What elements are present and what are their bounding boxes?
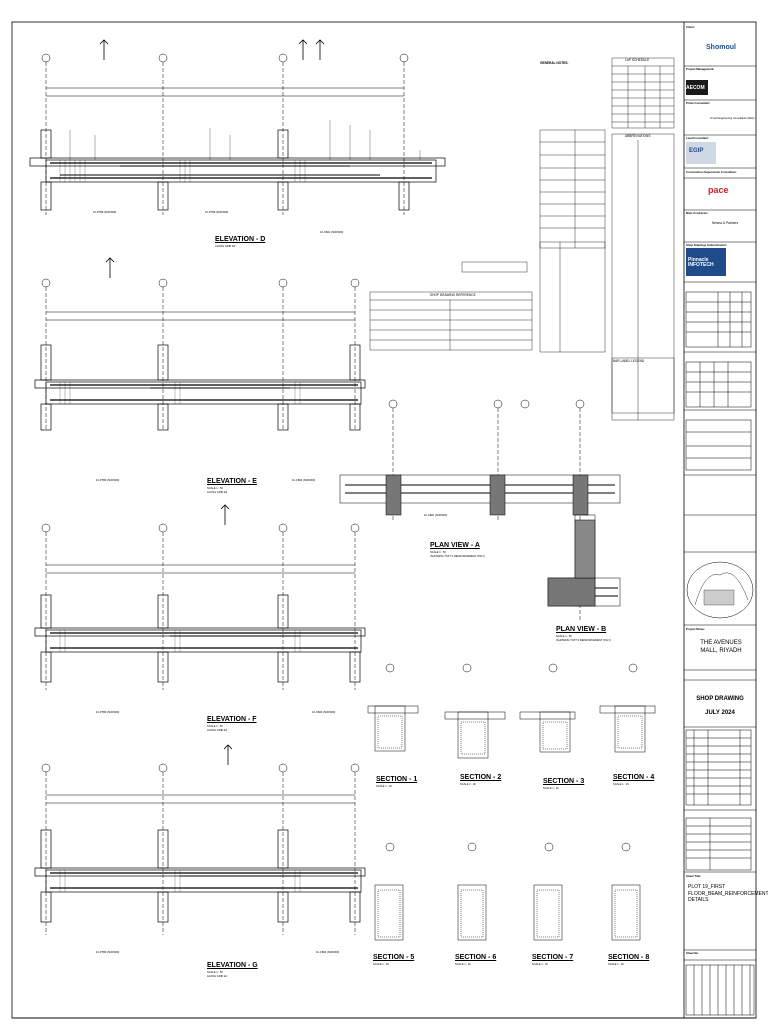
beam-label: 1F-PTB4 (600X900) (96, 711, 120, 714)
beam-label: 1F-CB24 (600X900) (292, 479, 316, 482)
general-notes-title: GENERAL NOTES: (540, 61, 569, 65)
beam-label: 1F-CB24 (600X900) (316, 951, 340, 954)
contractor-label: Main Contractor: (686, 211, 709, 215)
notes-tables (369, 57, 675, 421)
elevation-g-drawing (34, 744, 366, 935)
sections-row-2 (374, 842, 641, 941)
supervision-label: Construction Supervision Consultant: (686, 170, 737, 174)
beam-label: 1F-CB21 (600X900) (424, 514, 448, 517)
sheet-title-label: Sheet Title: (686, 874, 702, 878)
elevation-g-title: ELEVATION - G (207, 962, 258, 969)
elevation-d-drawing (29, 39, 446, 215)
elevation-g-grid: ALONG GRID E1 (207, 975, 228, 978)
beam-label: 1F-PTB4 (600X900) (96, 479, 120, 482)
elevation-e-grid: ALONG GRID E2 (207, 491, 228, 494)
section-1-title: SECTION - 1 (376, 776, 418, 783)
elevation-d-grid: ALONG GRID D3 (215, 245, 236, 248)
sections-row-1 (367, 663, 656, 759)
abbreviations-title: ABBREVIATIONS (625, 134, 651, 138)
section-2-title: SECTION - 2 (460, 774, 502, 781)
section-7-title: SECTION - 7 (532, 954, 574, 961)
plan-view-a-scale: SCALE 1 : 50 (430, 551, 446, 554)
section-6-scale: SCALE 1 : 20 (455, 963, 471, 966)
pm-label: Project Management: (686, 67, 715, 71)
elevation-d-title: ELEVATION - D (215, 236, 266, 243)
plan-view-a-drawing (339, 399, 621, 520)
consultant-name: Al Jazi Engineering Consultants (DEC) (710, 117, 755, 120)
title-block-logos (686, 80, 726, 276)
beam-label: 1F-CB21 (600X900) (320, 231, 344, 234)
pm-name: AECOM (686, 85, 705, 91)
section-5-title: SECTION - 5 (373, 954, 415, 961)
shop-ref-title: SHOP DRAWING REFERENCE (430, 293, 476, 297)
title-block-lines (684, 65, 756, 1016)
elevation-e-scale: SCALE 1 : 50 (207, 487, 223, 490)
client-label: Client: (686, 25, 695, 29)
beam-label: 1F-PTB9 (600X900) (205, 211, 229, 214)
plan-view-b-scale: SCALE 1 : 50 (556, 635, 572, 638)
elevation-f-scale: SCALE 1 : 50 (207, 725, 223, 728)
section-4-scale: SCALE 1 : 20 (613, 783, 629, 786)
elevation-f-drawing (34, 504, 366, 690)
project-name: THE AVENUES MALL, RIYADH (700, 640, 742, 654)
beam-label: 1F-CB24 (600X900) (312, 711, 336, 714)
bar-label-title: BAR LABEL LEGEND (613, 359, 645, 363)
elevation-g-scale: SCALE 1 : 50 (207, 971, 223, 974)
beam-label: 1F-PTB8 (600X900) (93, 211, 117, 214)
section-8-scale: SCALE 1 : 20 (608, 963, 624, 966)
section-8-title: SECTION - 8 (608, 954, 650, 961)
sheet-title: PLOT 19_FIRST FLOOR_BEAM_REINFORCEMENT D… (688, 884, 768, 903)
subcontractor-name: Pinnacle INFOTECH (688, 257, 714, 268)
subcontractor-label: Shop Drawings Subcontractor: (686, 243, 728, 247)
beam-label: 1F-PTB4 (600X900) (96, 951, 120, 954)
plan-view-a-title: PLAN VIEW - A (430, 542, 480, 549)
section-2-scale: SCALE 1 : 20 (460, 783, 476, 786)
plan-view-b-title: PLAN VIEW - B (556, 626, 607, 633)
lap-schedule-title: LAP SCHEDULE (625, 58, 650, 62)
elevation-e-title: ELEVATION - E (207, 478, 257, 485)
supervision-name: pace (708, 185, 729, 195)
section-5-scale: SCALE 1 : 20 (373, 963, 389, 966)
section-3-title: SECTION - 3 (543, 778, 585, 785)
plan-view-a-note: (SHOWING TOP T1 REINFORCEMENT ONLY) (430, 555, 485, 558)
elevation-f-title: ELEVATION - F (207, 716, 257, 723)
consultant-label: Prime Consultant: (686, 101, 711, 105)
section-4-title: SECTION - 4 (613, 774, 655, 781)
plan-view-b-note: (SHOWING TOP T1 REINFORCEMENT ONLY) (556, 639, 611, 642)
client-name: Shomoul (706, 44, 736, 51)
elevation-f-grid: ALONG GRID E1 (207, 729, 228, 732)
contractor-name: Nesma & Partners (712, 221, 739, 225)
section-3-scale: SCALE 1 : 20 (543, 787, 559, 790)
section-1-scale: SCALE 1 : 20 (376, 785, 392, 788)
lead-consultant-label: Lead Consultant: (686, 136, 709, 140)
sheet-no-label: Sheet No. (686, 951, 699, 955)
drawing-date: JULY 2024 (705, 710, 735, 716)
plan-view-b-drawing (547, 514, 621, 620)
project-label: Project Name: (686, 627, 705, 631)
section-7-scale: SCALE 1 : 20 (532, 963, 548, 966)
elevation-e-drawing (34, 257, 366, 431)
section-6-title: SECTION - 6 (455, 954, 497, 961)
lead-consultant-name: EGIP (689, 148, 704, 154)
drawing-status: SHOP DRAWING (696, 696, 744, 702)
